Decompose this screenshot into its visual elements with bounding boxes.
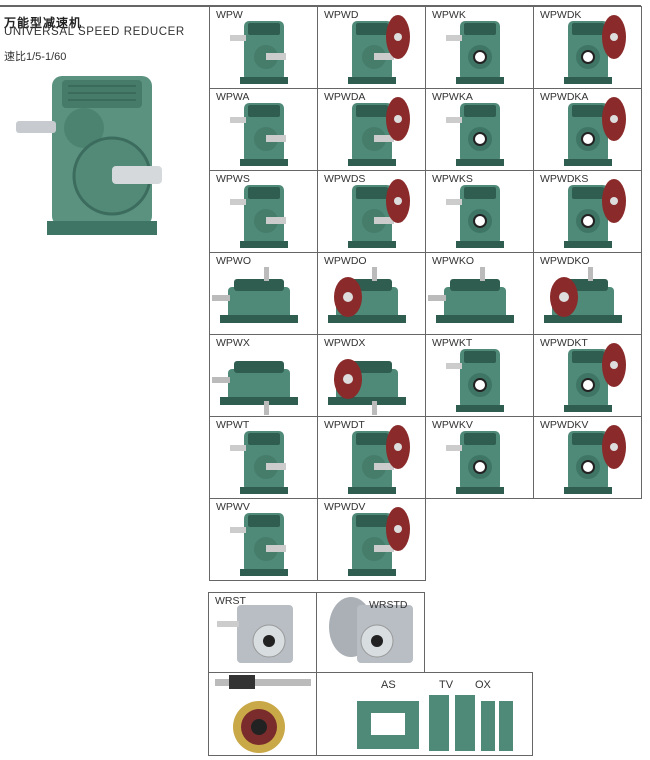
- model-label: WPWDKT: [540, 337, 588, 349]
- universal-reducer-image: [16, 76, 162, 235]
- model-label: WPWDKV: [540, 419, 589, 431]
- aluminum-reducer-image: [217, 605, 293, 663]
- model-label: WPWKT: [432, 337, 473, 349]
- reducer-image: [328, 359, 406, 415]
- model-label: WRST: [215, 595, 246, 607]
- model-cell-wpwdkv: WPWDKV: [533, 416, 642, 499]
- model-cell-wpwds: WPWDS: [317, 170, 426, 253]
- reducer-image: [446, 185, 504, 248]
- model-cell-wrst: WRST: [208, 592, 317, 673]
- aluminum-reducer-image: [329, 597, 413, 663]
- base-label-tv: TV: [439, 679, 454, 691]
- reducer-image: [348, 425, 410, 494]
- reducer-image: [446, 349, 504, 412]
- model-cell-wpwa: WPWA: [209, 88, 318, 171]
- reducer-image: [212, 361, 298, 415]
- model-cell-wpw: WPW: [209, 6, 318, 89]
- speed-ratio: 速比1/5-1/60: [4, 51, 67, 63]
- model-label: WPWD: [324, 9, 359, 21]
- model-label: WPWKV: [432, 419, 473, 431]
- reducer-image: [230, 431, 288, 494]
- model-label: WPWK: [432, 9, 466, 21]
- mounting-bases-image: [357, 695, 513, 751]
- reducer-image: [446, 103, 504, 166]
- reducer-image: [428, 267, 514, 323]
- reducer-image: [348, 179, 410, 248]
- model-cell-wpwda: WPWDA: [317, 88, 426, 171]
- model-label: WPWDKO: [540, 255, 590, 267]
- base-label-as: AS: [381, 679, 396, 691]
- model-label: WPWKA: [432, 91, 473, 103]
- model-label: WPWS: [216, 173, 250, 185]
- model-cell-wpwdko: WPWDKO: [533, 252, 642, 335]
- model-label: WPWDKA: [540, 91, 589, 103]
- model-cell-wpwo: WPWO: [209, 252, 318, 335]
- model-cell-wpws: WPWS: [209, 170, 318, 253]
- model-cell-wpwkt: WPWKT: [425, 334, 534, 417]
- reducer-image: [348, 15, 410, 84]
- reducer-image: [446, 21, 504, 84]
- reducer-image: [564, 97, 626, 166]
- model-cell-wpwdt: WPWDT: [317, 416, 426, 499]
- model-cell-wpwka: WPWKA: [425, 88, 534, 171]
- model-cell-wpwkv: WPWKV: [425, 416, 534, 499]
- title-chinese: 万能型减速机: [4, 16, 83, 30]
- model-label: WPWDX: [324, 337, 366, 349]
- reducer-image: [212, 267, 298, 323]
- base-label-ox: OX: [475, 679, 491, 691]
- reducer-image: [230, 185, 288, 248]
- model-label: WPWV: [216, 501, 250, 513]
- model-label: WPWO: [216, 255, 251, 267]
- reducer-image: [544, 267, 622, 323]
- model-label: WPWT: [216, 419, 250, 431]
- worm-gear-image: [215, 675, 311, 753]
- mounting-bases-cell: AS TV OX: [316, 672, 533, 756]
- model-label: WPWDKS: [540, 173, 589, 185]
- model-label: WPWDT: [324, 419, 365, 431]
- reducer-image: [564, 15, 626, 84]
- model-label: WPWDO: [324, 255, 367, 267]
- model-cell-wpwk: WPWK: [425, 6, 534, 89]
- model-label: WPWA: [216, 91, 250, 103]
- model-label: WPWDK: [540, 9, 582, 21]
- model-label: WPWX: [216, 337, 250, 349]
- model-cell-wpwd: WPWD: [317, 6, 426, 89]
- model-cell-wpwks: WPWKS: [425, 170, 534, 253]
- model-cell-wpwdks: WPWDKS: [533, 170, 642, 253]
- model-cell-wpwdo: WPWDO: [317, 252, 426, 335]
- reducer-image: [446, 431, 504, 494]
- worm-gear-cell: [208, 672, 317, 756]
- model-cell-wpwv: WPWV: [209, 498, 318, 581]
- reducer-image: [564, 425, 626, 494]
- reducer-image: [230, 103, 288, 166]
- reducer-image: [564, 179, 626, 248]
- model-label: WPWDA: [324, 91, 366, 103]
- model-cell-wpwx: WPWX: [209, 334, 318, 417]
- reducer-image: [230, 513, 288, 576]
- reducer-image: [564, 343, 626, 412]
- model-cell-wpwt: WPWT: [209, 416, 318, 499]
- reducer-image: [328, 267, 406, 323]
- model-cell-wpwdka: WPWDKA: [533, 88, 642, 171]
- model-label: WPWKS: [432, 173, 473, 185]
- model-cell-wpwdv: WPWDV: [317, 498, 426, 581]
- model-cell-wpwdk: WPWDK: [533, 6, 642, 89]
- model-label: WRSTD: [369, 599, 408, 611]
- model-cell-wrstd: WRSTD: [316, 592, 425, 673]
- model-cell-wpwdkt: WPWDKT: [533, 334, 642, 417]
- reducer-image: [230, 21, 288, 84]
- model-cell-wpwko: WPWKO: [425, 252, 534, 335]
- reducer-image: [348, 97, 410, 166]
- model-label: WPWKO: [432, 255, 474, 267]
- reducer-image: [348, 507, 410, 576]
- model-cell-wpwdx: WPWDX: [317, 334, 426, 417]
- title-english: UNIVERSAL SPEED REDUCER: [4, 26, 185, 38]
- model-label: WPWDS: [324, 173, 366, 185]
- model-label: WPWDV: [324, 501, 366, 513]
- model-label: WPW: [216, 9, 243, 21]
